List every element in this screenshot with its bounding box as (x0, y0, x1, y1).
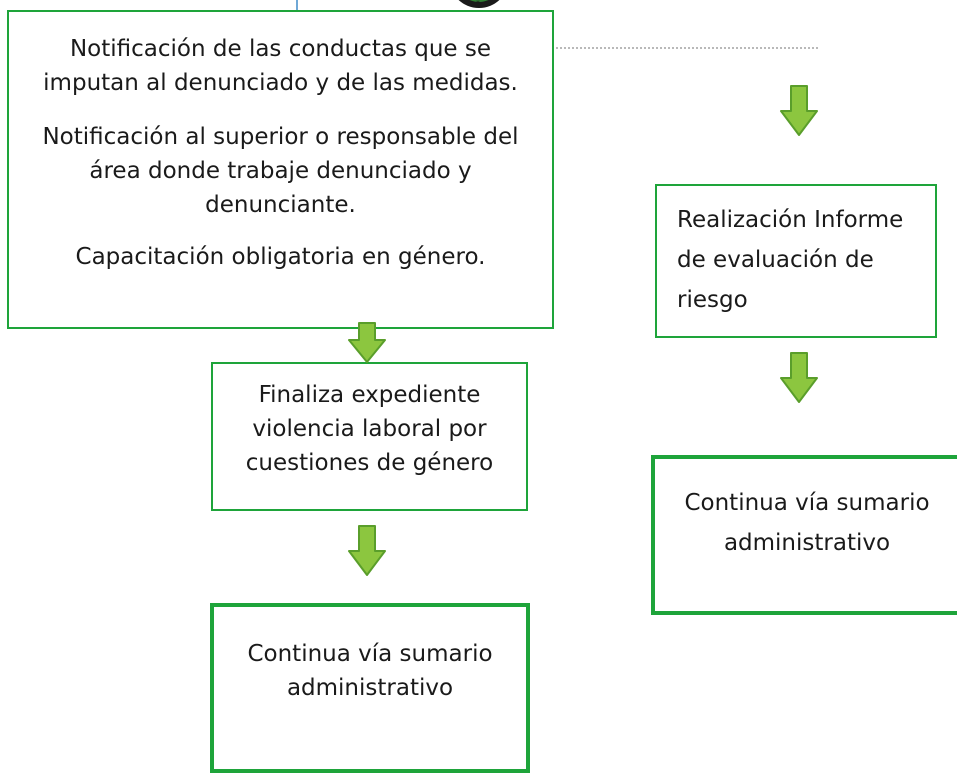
notification-line-2: Notificación al superior o responsable d… (42, 124, 519, 218)
continua-left-text: Continua vía sumario administrativo (247, 641, 493, 701)
notification-box: Notificación de las conductas que se imp… (7, 10, 554, 329)
finaliza-text: Finaliza expediente violencia laboral po… (245, 382, 494, 476)
down-arrow-icon (779, 85, 819, 137)
connector-line (296, 0, 298, 14)
continua-right-text: Continua vía sumario administrativo (684, 490, 930, 556)
notification-line-1: Notificación de las conductas que se imp… (43, 36, 518, 96)
continua-right-box: Continua vía sumario administrativo (651, 455, 957, 615)
down-arrow-icon (779, 352, 819, 404)
svg-text:*: * (476, 0, 480, 8)
notification-line-3: Capacitación obligatoria en género. (75, 244, 486, 270)
down-arrow-icon (347, 525, 387, 577)
dotted-separator (520, 47, 818, 49)
informe-box: Realización Informe de evaluación de rie… (655, 184, 937, 338)
circle-emblem-icon: * (446, 0, 512, 10)
informe-text: Realización Informe de evaluación de rie… (677, 207, 904, 313)
finaliza-box: Finaliza expediente violencia laboral po… (211, 362, 528, 511)
continua-left-box: Continua vía sumario administrativo (210, 603, 530, 773)
down-arrow-icon (347, 322, 387, 364)
